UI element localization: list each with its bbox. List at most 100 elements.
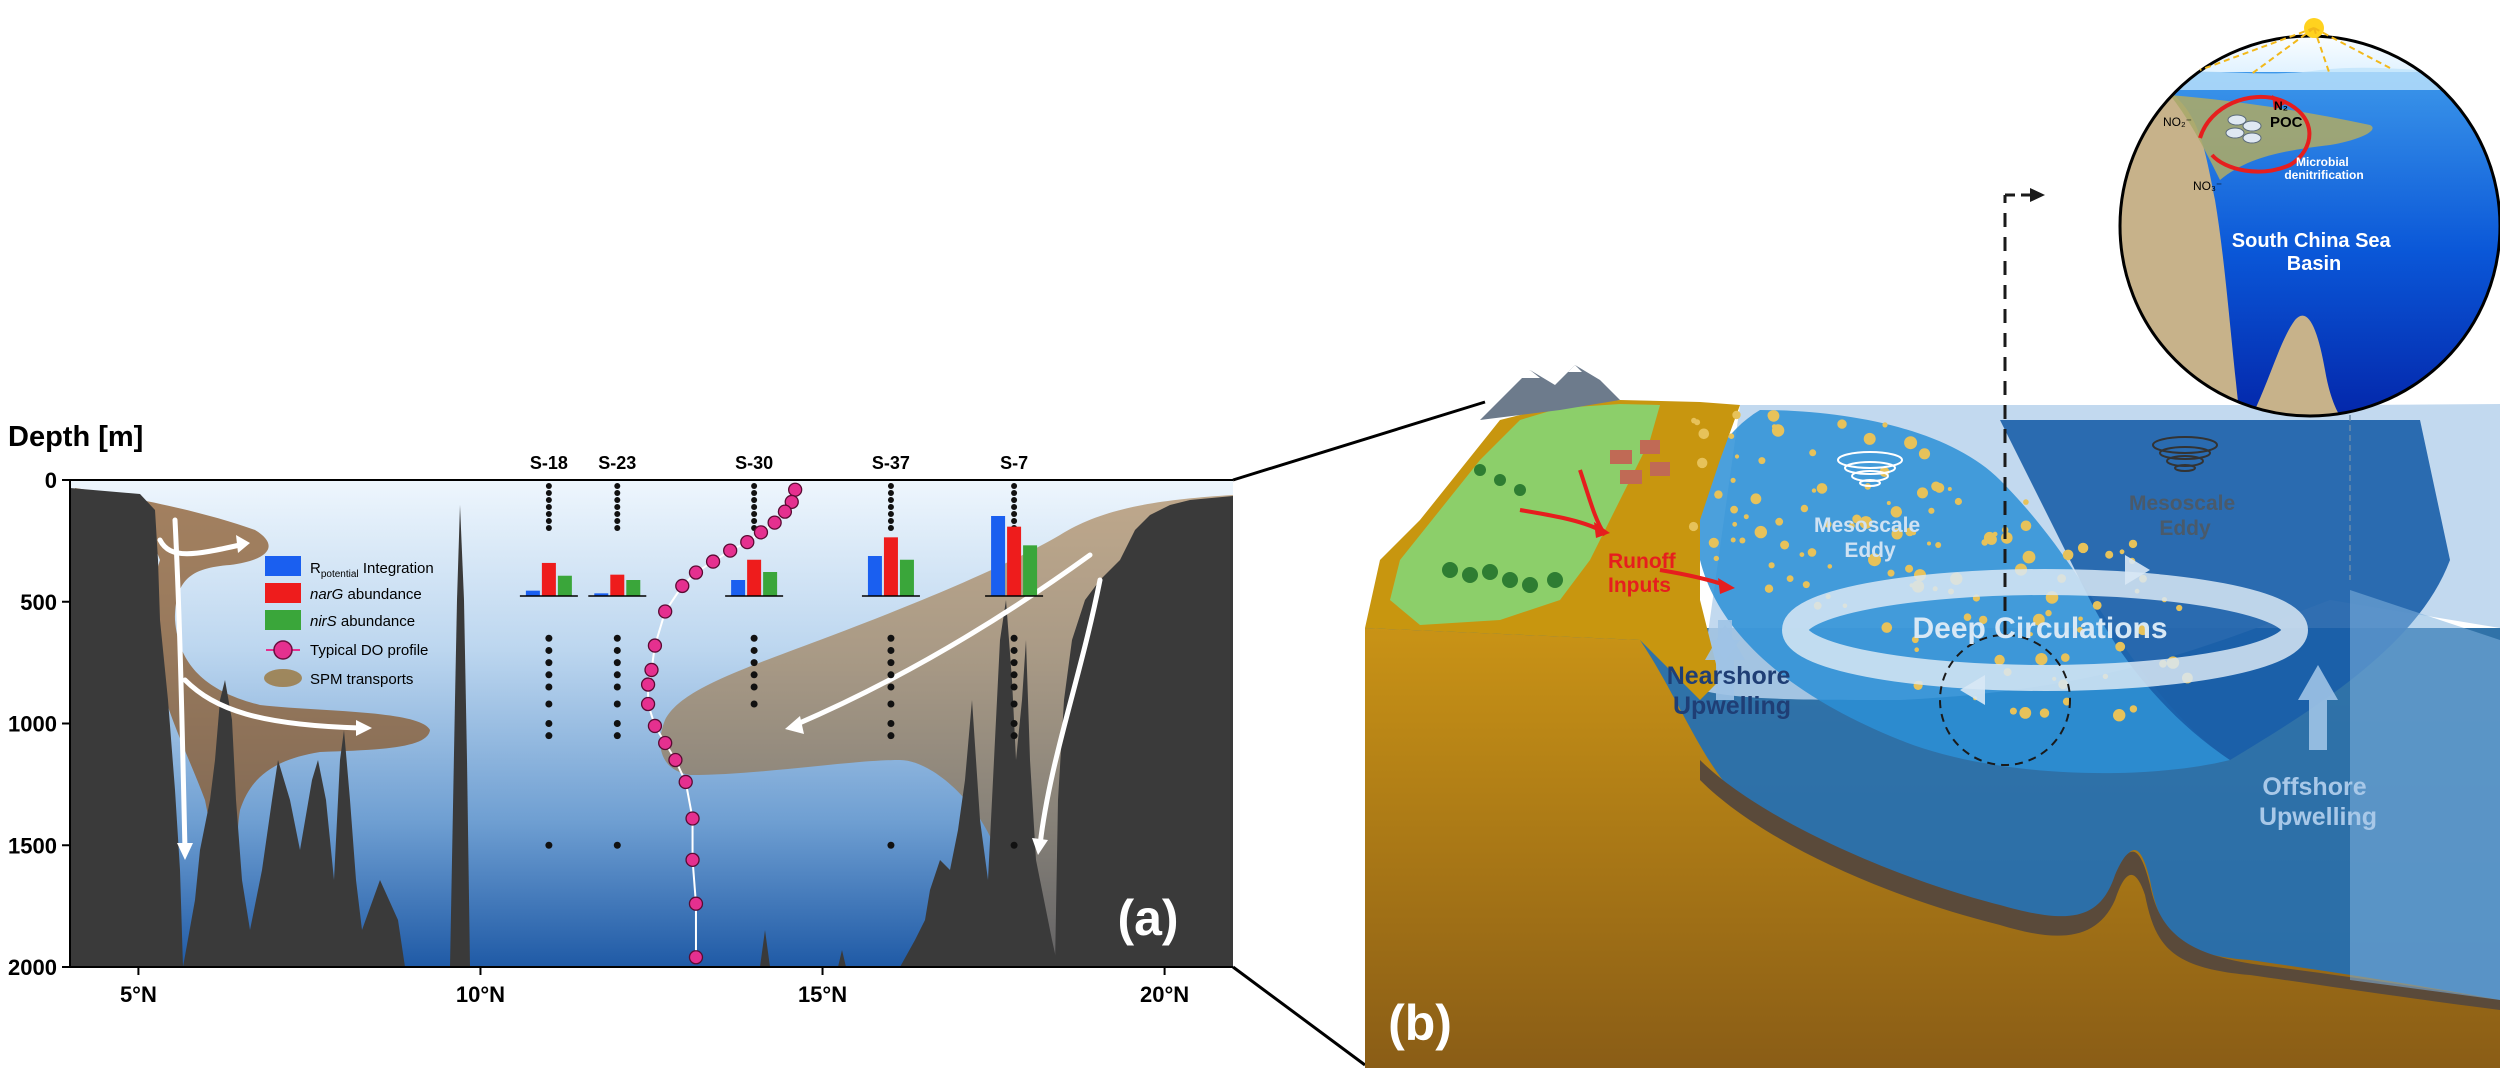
particle [1983, 531, 1996, 544]
y-tick-label: 1000 [8, 712, 57, 737]
sample-dot [613, 700, 621, 708]
station-label: S-18 [530, 453, 568, 473]
y-axis-title: Depth [m] [8, 421, 143, 453]
particle [1754, 525, 1768, 539]
particle [2092, 601, 2102, 610]
sample-dot [887, 490, 894, 496]
particle [1905, 564, 1914, 573]
sample-dot [614, 525, 621, 531]
zoom-connector [1232, 400, 1486, 1067]
particle [2039, 708, 2050, 718]
do-point [685, 852, 700, 868]
particle [2028, 632, 2033, 637]
particle [1767, 410, 1780, 422]
sample-dot [545, 490, 552, 496]
sample-dot [1011, 497, 1018, 503]
do-profile [640, 482, 803, 965]
particle [2105, 550, 2114, 559]
mesoscale-eddy-right-label: Mesoscale Eddy [2129, 492, 2241, 540]
bar-r-potential [731, 580, 746, 596]
particle [1979, 615, 1988, 625]
particle [2035, 653, 2048, 666]
inset-seamount [2250, 315, 2345, 416]
sample-dot [545, 497, 552, 503]
legend-do: Typical DO profile [310, 642, 428, 659]
sample-dot [887, 525, 894, 531]
sample-dot [1011, 511, 1018, 517]
do-point [777, 504, 793, 519]
sample-dot [751, 497, 758, 503]
sample-dot [751, 490, 758, 496]
legend: Rpotential Integration narG abundance ni… [264, 556, 434, 688]
particle [1811, 488, 1817, 493]
particle [2062, 549, 2074, 561]
station-label: S-30 [735, 453, 773, 473]
sample-dot [887, 683, 895, 691]
bar-narg [1007, 526, 1022, 596]
sample-dot [750, 700, 758, 708]
station-bars [519, 516, 1044, 597]
panel-b-label: (b) [1388, 995, 1452, 1051]
sample-dot [1011, 518, 1018, 524]
particle [2033, 613, 2045, 626]
do-point [767, 515, 782, 530]
do-point [640, 696, 656, 712]
right-water-face [2350, 590, 2500, 1000]
particle [1786, 575, 1794, 582]
bar-nirs [626, 580, 641, 596]
do-point [640, 677, 656, 692]
particle [2077, 626, 2083, 633]
spm-arrows [157, 517, 1103, 853]
sample-dot [1010, 700, 1018, 708]
particle [1890, 506, 1903, 518]
particle [1891, 528, 1903, 540]
particle [1739, 537, 1746, 544]
particle [2113, 709, 2126, 722]
eddy-icon-left [1837, 451, 1903, 487]
particle [1886, 501, 1891, 505]
station-label: S-7 [1000, 453, 1028, 473]
do-point [685, 811, 700, 826]
suspended-particles [1688, 410, 2193, 722]
offshore-upwelling-label: Offshore Upwelling [2259, 773, 2377, 831]
sample-dot [887, 634, 895, 642]
particle [1732, 410, 1741, 420]
particle [1954, 497, 1962, 506]
particle [1887, 569, 1895, 577]
particle [2022, 550, 2036, 564]
legend-swatch-narg [265, 583, 301, 603]
sampling-dots [545, 483, 1018, 849]
sample-dot [613, 732, 621, 740]
station-label: S-37 [872, 453, 910, 473]
sample-dot [887, 518, 894, 524]
particle [1882, 422, 1888, 428]
particle [1802, 581, 1810, 589]
particle [2023, 499, 2029, 505]
x-tick-label: 20°N [1140, 982, 1189, 1007]
sample-dot [613, 659, 621, 667]
bar-narg [747, 559, 762, 596]
sample-dot [614, 518, 621, 524]
do-point [678, 774, 693, 790]
sample-dot [1010, 659, 1018, 667]
sample-dot [545, 671, 553, 679]
sample-dot [545, 732, 553, 740]
sample-dot [1010, 841, 1018, 849]
particle [2128, 539, 2138, 549]
inset-no2: NO₂⁻ [2163, 115, 2192, 129]
bar-r-potential [525, 590, 540, 596]
particle [1771, 424, 1777, 429]
station-label: S-23 [598, 453, 636, 473]
sample-dot [887, 700, 895, 708]
do-point [658, 735, 673, 751]
inset-microbial-label: Microbial denitrification [2284, 155, 2363, 182]
sample-dot [545, 483, 552, 489]
sample-dot [887, 646, 895, 654]
particle [1743, 514, 1749, 520]
particle [1799, 552, 1805, 557]
town [1610, 440, 1670, 484]
particle [2020, 520, 2032, 532]
focus-circle [1939, 634, 2071, 766]
do-point [788, 482, 803, 497]
